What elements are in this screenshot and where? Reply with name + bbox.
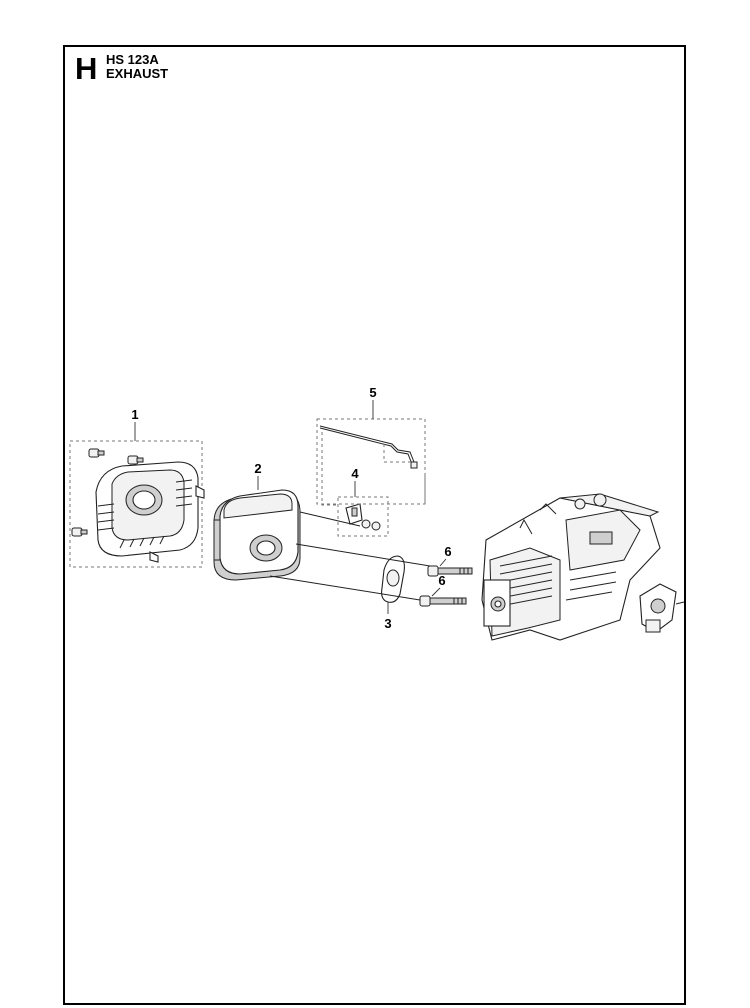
section-title: EXHAUST [106, 66, 169, 81]
part-3-gasket [381, 555, 405, 614]
page-frame [63, 45, 686, 1005]
part-1-bolt [71, 527, 88, 537]
part-6-stud-upper [427, 565, 473, 577]
assembly-lines [269, 511, 431, 601]
callout-4: 4 [351, 466, 359, 481]
part-5-dashed-box [316, 418, 426, 505]
part-1-bolt [127, 455, 144, 465]
callout-5: 5 [369, 385, 376, 400]
carburetor [639, 583, 685, 633]
part-2-muffler [213, 476, 301, 581]
callout-6-upper: 6 [444, 544, 451, 559]
engine-block [481, 493, 661, 641]
part-5-rod-group [316, 400, 426, 506]
part-4-bracket-group [337, 481, 389, 537]
section-letter: H [75, 51, 98, 86]
model-name: HS 123A [106, 52, 159, 67]
callout-2: 2 [254, 461, 261, 476]
part-4-dashed-box [337, 496, 389, 537]
part-6-lower-leader [431, 587, 441, 597]
heat-shield [95, 461, 205, 563]
part-1-bolt [88, 448, 105, 458]
part-6-stud-lower [419, 595, 467, 607]
callout-6-lower: 6 [438, 573, 445, 588]
part-1-dashed-box [69, 440, 203, 568]
part-6-upper-leader [439, 558, 447, 567]
callout-1: 1 [131, 407, 138, 422]
part-1-heat-shield-group [69, 422, 205, 568]
callout-3: 3 [384, 616, 391, 631]
